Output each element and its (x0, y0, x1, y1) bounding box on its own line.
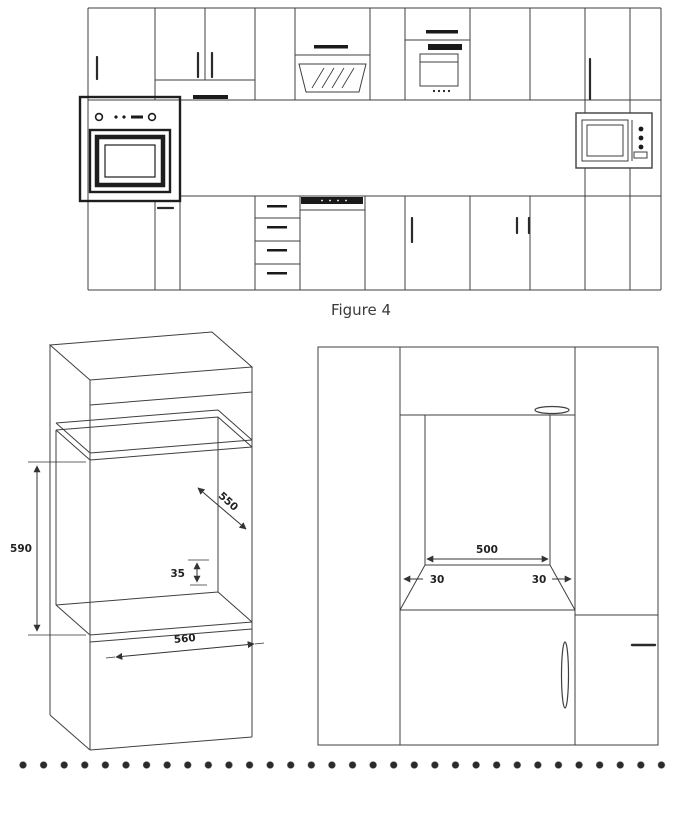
cooktop-strip (301, 197, 363, 204)
kitchen-elevation (78, 7, 662, 291)
dimension-30-left: 30 (403, 574, 445, 586)
dim-label-30-left: 30 (430, 574, 445, 586)
base-door-handle (560, 641, 570, 709)
cabinet-front-view: 500 30 30 (317, 346, 659, 746)
drawer-stack (267, 205, 287, 275)
builtin-coffee-machine (419, 44, 462, 93)
dimension-30-right: 30 (532, 574, 572, 586)
builtin-oven-highlight (78, 95, 182, 203)
dim-label-35: 35 (170, 568, 185, 580)
dimension-500: 500 (426, 544, 549, 563)
cabinet-carcass-lines (87, 7, 662, 291)
iso-cabinet-outline (48, 331, 254, 751)
extractor-hood (298, 63, 367, 93)
figure-caption: Figure 4 (330, 301, 392, 319)
dimension-550: 550 (197, 487, 247, 530)
front-cabinet-outline (317, 346, 659, 746)
niche-top-handle (534, 405, 570, 415)
bar-handle (314, 45, 348, 49)
bar-handle (426, 30, 458, 34)
dim-label-560: 560 (173, 632, 196, 646)
dim-label-590: 590 (10, 543, 32, 555)
cut-line-dots (18, 760, 678, 770)
dim-label-500: 500 (476, 544, 498, 556)
dimension-590: 590 (10, 461, 86, 636)
dimension-560: 560 (105, 632, 265, 660)
dimension-35: 35 (170, 559, 209, 586)
dim-label-550: 550 (216, 490, 240, 514)
dim-label-30-right: 30 (532, 574, 547, 586)
door-handles (95, 51, 592, 244)
bar-handle (193, 95, 228, 99)
cabinet-iso-view: 590 550 35 560 (10, 331, 265, 751)
microwave (575, 112, 653, 169)
